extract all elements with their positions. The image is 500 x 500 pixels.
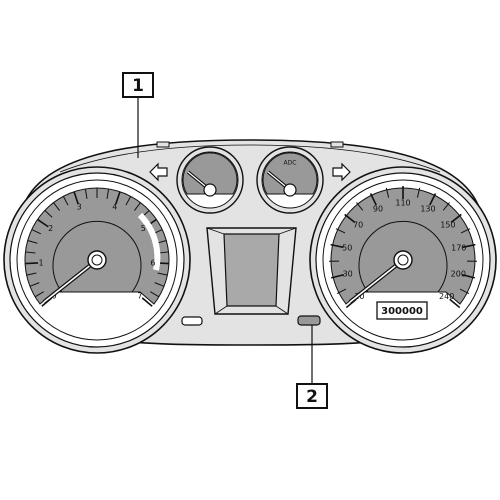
tachometer-major-tick bbox=[25, 262, 39, 265]
speedometer-minor-tick bbox=[459, 288, 470, 295]
speedometer-minor-tick bbox=[385, 187, 390, 198]
temperature-gauge-label: ADC bbox=[284, 160, 297, 167]
housing-upper-edge bbox=[59, 144, 441, 173]
speedometer-label: 150 bbox=[440, 220, 455, 229]
fuel-gauge-face bbox=[182, 152, 238, 195]
tachometer: 01234567 bbox=[3, 166, 191, 354]
trip-reset-button[interactable] bbox=[181, 316, 203, 326]
tachometer-hub-inner bbox=[91, 254, 103, 266]
tachometer-label: 3 bbox=[77, 202, 82, 211]
tachometer-minor-tick bbox=[26, 272, 37, 276]
tachometer-needle-highlight bbox=[43, 259, 98, 303]
display-bevel-tl bbox=[206, 227, 225, 235]
speedometer-label: 130 bbox=[420, 204, 435, 213]
tachometer-major-tick bbox=[73, 191, 79, 205]
mount-tab-left bbox=[156, 141, 170, 148]
tachometer-label: 5 bbox=[141, 224, 146, 233]
dimmer-button[interactable] bbox=[297, 315, 321, 326]
tachometer-minor-tick bbox=[157, 272, 168, 276]
tachometer-label: 1 bbox=[39, 258, 44, 267]
speedometer-label: 90 bbox=[373, 204, 383, 213]
speedometer-major-tick bbox=[330, 243, 344, 249]
tachometer-label: 4 bbox=[112, 202, 117, 211]
speedometer-minor-tick bbox=[335, 228, 346, 234]
tachometer-minor-tick bbox=[31, 229, 42, 235]
mount-tab-right bbox=[330, 141, 344, 148]
fuel-gauge-hub bbox=[203, 183, 217, 197]
speedometer-minor-tick bbox=[416, 187, 421, 198]
display-bevel-br bbox=[275, 305, 289, 315]
tachometer-major-tick bbox=[37, 218, 49, 228]
speedometer-label: 70 bbox=[353, 220, 363, 229]
speedometer-major-tick bbox=[369, 193, 377, 206]
tachometer-label: 6 bbox=[150, 258, 155, 267]
tachometer-minor-tick bbox=[44, 210, 53, 218]
temperature-gauge-face bbox=[262, 152, 318, 195]
tachometer-minor-tick bbox=[125, 196, 132, 206]
speedometer-hub-inner bbox=[397, 254, 409, 266]
speedometer-major-tick bbox=[429, 193, 437, 206]
tachometer-label: 2 bbox=[48, 224, 53, 233]
speedometer-needle-highlight bbox=[349, 259, 404, 303]
tachometer-minor-tick bbox=[27, 240, 38, 244]
tachometer-minor-tick bbox=[29, 282, 40, 287]
speedometer-major-tick bbox=[462, 243, 476, 249]
speedometer-label: 240 bbox=[439, 292, 454, 301]
callout-1-box bbox=[122, 72, 154, 98]
speedometer-label: 110 bbox=[395, 199, 410, 208]
tachometer-major-tick bbox=[115, 191, 121, 205]
callout-2: 2 bbox=[296, 325, 328, 409]
speedometer-minor-tick bbox=[336, 288, 347, 295]
callout-1: 1 bbox=[122, 72, 154, 158]
speedometer-minor-tick bbox=[356, 202, 364, 211]
tachometer-minor-tick bbox=[154, 282, 165, 287]
temperature-gauge-hub bbox=[283, 183, 297, 197]
tachometer-ticks bbox=[25, 188, 169, 307]
callout-2-box bbox=[296, 383, 328, 409]
tachometer-minor-tick bbox=[106, 188, 110, 199]
speedometer: 1030507090110130150170200240 300000 bbox=[309, 166, 497, 354]
speedometer-major-tick bbox=[461, 273, 475, 279]
speedometer-label: 30 bbox=[343, 269, 353, 278]
tachometer-label: 7 bbox=[137, 291, 142, 300]
tachometer-minor-tick bbox=[53, 202, 60, 211]
arrow-left-icon bbox=[149, 162, 168, 182]
odometer-display bbox=[376, 301, 428, 320]
tachometer-minor-tick bbox=[84, 188, 88, 199]
callout-2-number: 2 bbox=[306, 387, 318, 407]
tachometer-major-tick bbox=[141, 297, 153, 307]
display-bevel-bl bbox=[214, 305, 228, 315]
tachometer-minor-tick bbox=[158, 251, 169, 254]
speedometer-major-tick bbox=[449, 298, 461, 309]
arrow-right-icon bbox=[332, 162, 351, 182]
speedometer-major-tick bbox=[450, 213, 462, 224]
odometer-value: 300000 bbox=[381, 306, 423, 317]
temperature-gauge: ADC bbox=[256, 146, 324, 214]
speedometer-label: 50 bbox=[342, 244, 352, 253]
tachometer-redline bbox=[137, 212, 161, 271]
display-bevel-tr bbox=[278, 227, 297, 235]
callout-1-number: 1 bbox=[132, 76, 144, 96]
tachometer-minor-tick bbox=[150, 291, 160, 298]
center-display-screen bbox=[223, 233, 280, 307]
tachometer-minor-tick bbox=[25, 251, 36, 254]
speedometer-label: 170 bbox=[451, 244, 466, 253]
speedometer-minor-tick bbox=[460, 228, 471, 234]
tachometer-minor-tick bbox=[62, 196, 69, 206]
speedometer-major-tick bbox=[344, 213, 356, 224]
speedometer-minor-tick bbox=[442, 202, 450, 211]
fuel-gauge bbox=[176, 146, 244, 214]
speedometer-label: 200 bbox=[451, 269, 466, 278]
tachometer-minor-tick bbox=[34, 291, 44, 298]
speedometer-major-tick bbox=[331, 273, 345, 279]
tachometer-minor-tick bbox=[134, 202, 141, 211]
